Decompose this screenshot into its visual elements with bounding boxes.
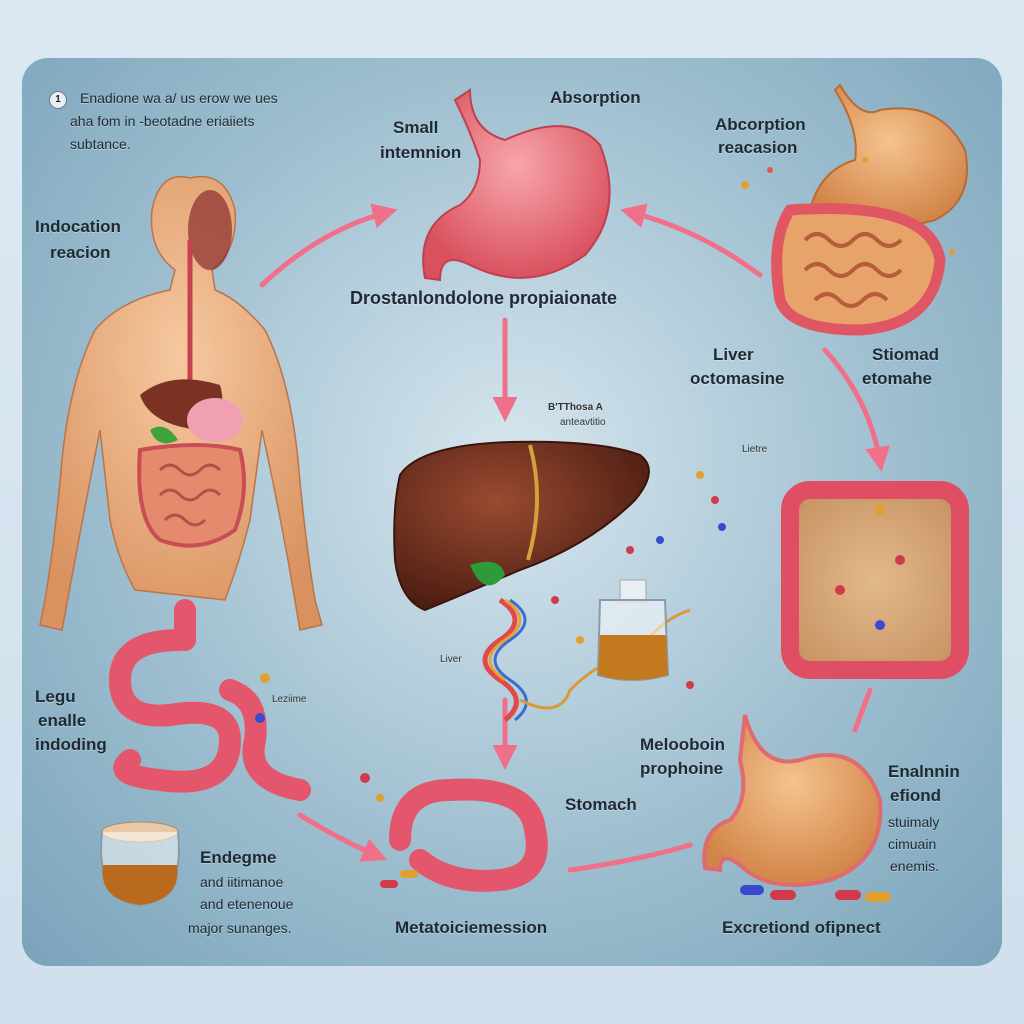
- label-absorption: Absorption: [550, 88, 641, 107]
- label-enal-4: cimuain: [888, 836, 937, 852]
- arrow-intestine-to-stomach: [620, 203, 763, 278]
- label-melo: Melooboin: [640, 735, 725, 754]
- arrow-right-down: [822, 347, 890, 472]
- label-beta: B'TThosa A: [548, 402, 603, 413]
- label-liver-oct-2: octomasine: [690, 369, 785, 388]
- arrow-body-to-stomach: [259, 203, 398, 288]
- stomach-intestine-top-right: [771, 83, 968, 336]
- label-metab: Metatoiciemession: [395, 918, 548, 937]
- label-stomad: Stiomad: [872, 345, 940, 364]
- intro-line-2: aha fom in -beotadne eriaiiets: [70, 113, 255, 129]
- label-small: Small: [393, 118, 439, 137]
- label-drug-name: Drostanlondolone propiaionate: [350, 288, 618, 308]
- label-legu-3: indoding: [35, 735, 107, 754]
- label-legu-2: enalle: [38, 711, 87, 730]
- label-stomad-2: etomahe: [862, 369, 932, 388]
- stomach-bottom-right: [702, 714, 883, 887]
- arrow-colon-to-lower-stomach: [852, 687, 873, 733]
- intro-badge: 1: [49, 91, 67, 109]
- label-abs-reac: Abcorption: [715, 115, 806, 134]
- flow-arrows: [259, 203, 890, 873]
- human-body: [39, 176, 323, 631]
- stomach-top: [422, 88, 611, 282]
- label-endog-3: and etenenoue: [200, 896, 294, 912]
- label-indocation-2: reacion: [50, 243, 111, 262]
- intestine-left: [108, 599, 311, 801]
- label-enal-1: Enalnnin: [888, 762, 960, 781]
- label-enal-5: enemis.: [890, 858, 940, 874]
- label-beta-2: anteavtitio: [560, 417, 606, 428]
- bottle-center: [596, 579, 670, 681]
- label-enal-2: efiond: [890, 786, 941, 805]
- label-small-2: intemnion: [380, 143, 462, 162]
- label-endog: Endegme: [200, 848, 277, 867]
- label-liver-oct: Liver: [713, 345, 754, 364]
- label-excret: Excretiond ofipnect: [722, 918, 881, 937]
- label-liver-small: Liver: [440, 654, 462, 665]
- label-indocation: Indocation: [35, 217, 121, 236]
- label-legu: Legu: [35, 687, 76, 706]
- label-lietre: Lietre: [742, 444, 768, 455]
- pills: [255, 157, 955, 902]
- liver-center: [393, 440, 691, 722]
- label-stomach: Stomach: [565, 795, 637, 814]
- label-endog-4: major sunanges.: [188, 920, 292, 936]
- label-melo-2: prophoine: [640, 759, 724, 778]
- intro-line-3: subtance.: [70, 136, 131, 152]
- arrow-colon-to-stomach: [567, 842, 693, 873]
- intro-line-1: Enadione wa a/ us erow we ues: [80, 90, 278, 106]
- label-endog-2: and iitimanoe: [200, 874, 284, 890]
- colon-box-right: [781, 481, 969, 679]
- jar-left: [100, 821, 180, 907]
- label-enal-3: stuimaly: [888, 814, 940, 830]
- colon-bottom-center: [389, 778, 548, 892]
- label-lezime: Leziime: [272, 694, 307, 705]
- label-abs-reac-2: reacasion: [718, 138, 798, 157]
- arrow-left-to-colon: [297, 812, 388, 862]
